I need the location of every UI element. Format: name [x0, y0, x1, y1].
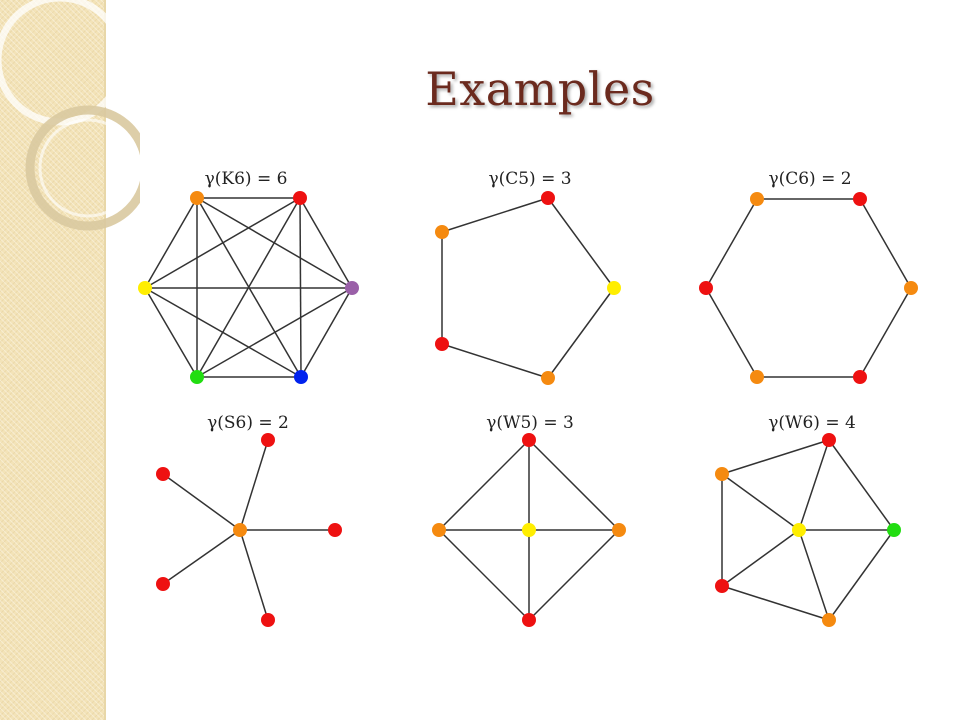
graph-s6: γ(S6) = 2 [156, 413, 342, 627]
graph-edge [721, 529, 800, 587]
graph-vertex [432, 523, 446, 537]
graph-caption: γ(S6) = 2 [207, 413, 289, 433]
graph-vertex [261, 433, 275, 447]
graph-c6: γ(C6) = 2 [699, 169, 918, 384]
graph-edge [239, 439, 269, 531]
graph-w6: γ(W6) = 4 [715, 413, 901, 627]
graph-vertex [435, 225, 449, 239]
graph-vertex [750, 192, 764, 206]
graph-edge [299, 197, 353, 289]
graph-edge [441, 197, 549, 233]
graph-vertex [138, 281, 152, 295]
graph-caption: γ(W5) = 3 [486, 413, 574, 433]
graph-vertex [822, 613, 836, 627]
graph-vertex [715, 579, 729, 593]
graph-edge [705, 198, 758, 289]
graph-vertex [522, 613, 536, 627]
graph-caption: γ(C6) = 2 [768, 169, 851, 189]
graph-edge [144, 287, 198, 378]
graph-edge [547, 287, 615, 379]
graph-edge [798, 439, 830, 531]
graph-vertex [699, 281, 713, 295]
graph-vertex [904, 281, 918, 295]
graph-vertex [541, 191, 555, 205]
graph-edge [196, 287, 353, 378]
graph-vertex [345, 281, 359, 295]
graph-vertex [522, 433, 536, 447]
graph-edge [144, 197, 301, 289]
graph-vertex [822, 433, 836, 447]
graph-edge [721, 585, 830, 621]
graph-vertex [293, 191, 307, 205]
graph-edge [144, 287, 302, 378]
graph-edge [239, 529, 269, 621]
graph-edge [828, 439, 895, 531]
graph-edge [798, 529, 830, 621]
graph-edge [547, 197, 615, 289]
graph-vertex [853, 192, 867, 206]
slide-title: Examples [425, 62, 655, 116]
graph-edge [438, 529, 530, 621]
graph-w5: γ(W5) = 3 [432, 413, 626, 627]
graph-vertex [607, 281, 621, 295]
graph-edge [162, 473, 241, 531]
graph-caption: γ(C5) = 3 [488, 169, 571, 189]
graph-edge [438, 439, 530, 531]
graph-vertex [328, 523, 342, 537]
graph-edge [859, 198, 912, 289]
graph-edge [441, 343, 549, 379]
graph-edge [705, 287, 758, 378]
graph-vertex [715, 467, 729, 481]
graph-edge [828, 529, 895, 621]
graph-edge [859, 287, 912, 378]
graph-edge [528, 529, 620, 621]
graph-vertex [156, 577, 170, 591]
graph-edge [721, 473, 800, 531]
graph-edge [528, 439, 620, 531]
graph-vertex [190, 370, 204, 384]
graph-vertex [156, 467, 170, 481]
graph-vertex [522, 523, 536, 537]
graph-vertex [612, 523, 626, 537]
graph-vertex [190, 191, 204, 205]
graph-edge [144, 197, 198, 289]
graph-vertex [887, 523, 901, 537]
graph-vertex [541, 371, 555, 385]
graph-vertex [261, 613, 275, 627]
graph-vertex [435, 337, 449, 351]
graph-edge [300, 287, 353, 378]
graph-vertex [853, 370, 867, 384]
graph-vertex [750, 370, 764, 384]
graph-vertex [294, 370, 308, 384]
graph-edge [721, 439, 830, 475]
graph-vertex [792, 523, 806, 537]
graph-c5: γ(C5) = 3 [435, 169, 621, 385]
graph-edge [162, 529, 241, 585]
graph-caption: γ(W6) = 4 [768, 413, 856, 433]
graph-vertex [233, 523, 247, 537]
graph-caption: γ(K6) = 6 [205, 169, 288, 189]
graph-k6: γ(K6) = 6 [138, 169, 359, 384]
decorative-rings [0, 0, 140, 231]
